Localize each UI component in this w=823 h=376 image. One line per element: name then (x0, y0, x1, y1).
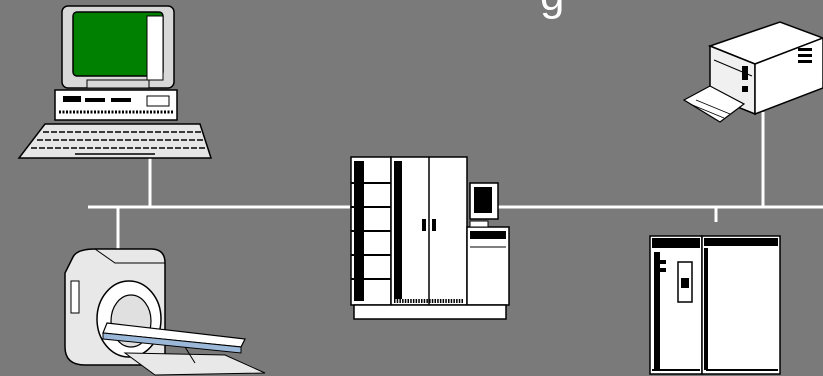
ct-scanner-icon (55, 243, 270, 376)
storage-cabinet-icon (648, 234, 783, 376)
mainframe-server-icon (348, 155, 513, 325)
printer-icon (680, 18, 823, 130)
desktop-computer-icon (15, 0, 215, 165)
